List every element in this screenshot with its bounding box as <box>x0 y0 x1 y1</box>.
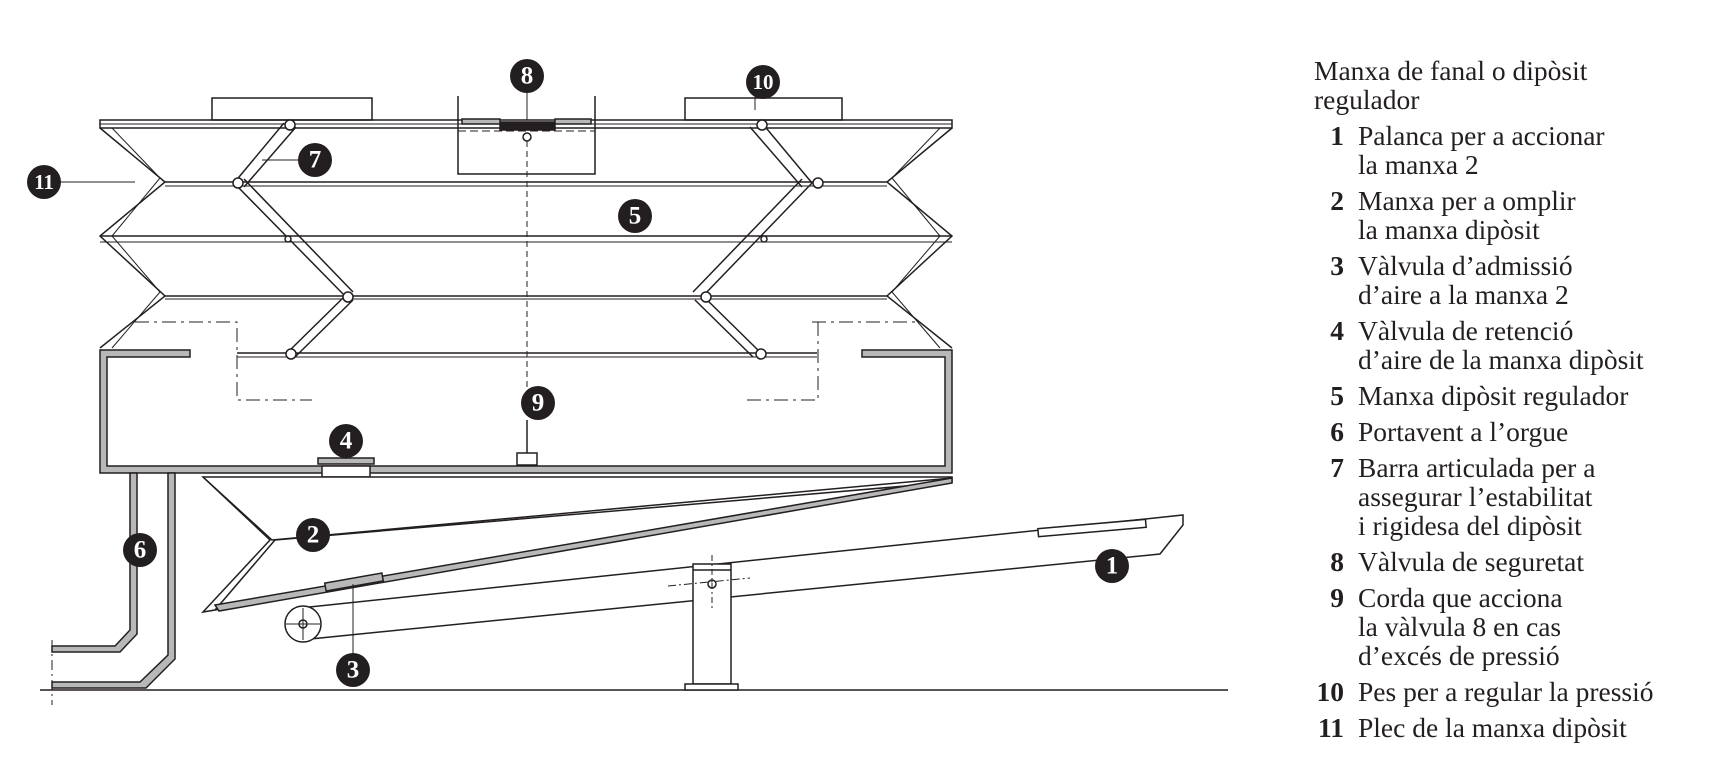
bellows-diagram: 1 2 3 4 5 6 7 8 9 10 11 <box>27 59 1228 705</box>
svg-text:4: 4 <box>340 428 353 455</box>
svg-text:2: 2 <box>307 522 320 549</box>
svg-text:1: 1 <box>1106 553 1119 580</box>
svg-text:9: 9 <box>532 390 545 417</box>
articulated-bar-right <box>692 119 824 360</box>
callout-3: 3 <box>336 653 370 687</box>
svg-text:3: 3 <box>347 657 360 684</box>
pressure-weight-left <box>211 97 373 121</box>
callout-4: 4 <box>329 424 363 458</box>
callout-10: 10 <box>746 65 780 99</box>
legend-title: Manxa de fanal o dipòsit regulador <box>1314 55 1588 115</box>
callout-2: 2 <box>296 518 330 552</box>
svg-text:8: 8 <box>521 63 534 90</box>
reservoir-box <box>99 349 953 474</box>
svg-text:6: 6 <box>134 537 147 564</box>
pressure-weight-right <box>684 97 843 121</box>
svg-text:5: 5 <box>629 203 642 230</box>
safety-valve <box>499 121 556 131</box>
reservoir-folds <box>98 127 954 349</box>
svg-text:10: 10 <box>753 70 774 94</box>
callout-8: 8 <box>510 59 544 93</box>
wind-trunk <box>51 472 176 689</box>
callout-5: 5 <box>618 199 652 233</box>
callout-9: 9 <box>521 386 555 420</box>
svg-text:11: 11 <box>34 170 54 194</box>
articulated-bar-left <box>232 119 354 360</box>
callout-11: 11 <box>27 165 61 199</box>
callout-6: 6 <box>123 533 157 567</box>
callout-7: 7 <box>298 143 332 177</box>
intake-valve <box>323 572 385 592</box>
svg-text:7: 7 <box>309 147 322 174</box>
callout-1: 1 <box>1095 549 1129 583</box>
